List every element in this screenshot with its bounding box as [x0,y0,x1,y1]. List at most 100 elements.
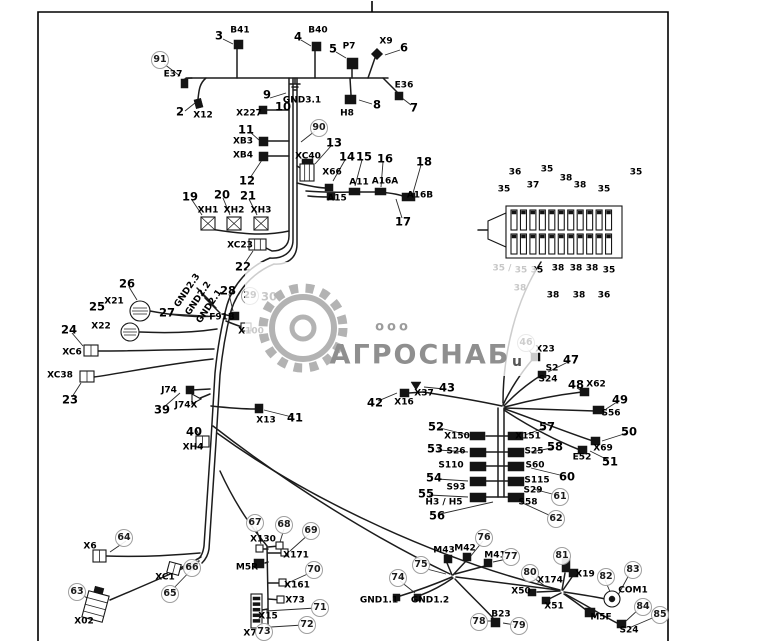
leader-line [71,332,84,347]
wire [208,228,290,235]
connector-x22 [123,328,137,336]
leader-line [300,130,316,143]
wire [204,297,221,314]
leader-line [532,488,557,496]
connector-e37 [180,78,189,89]
leader-line [401,97,412,106]
wire [382,77,400,95]
connector-s25 [507,447,525,458]
fuse-clip [511,234,517,239]
connector-x161 [278,578,287,587]
wire [221,313,232,317]
leader-line [163,63,181,77]
leader-line [228,293,234,312]
connector-x13 [254,403,264,414]
wire [454,578,494,619]
fuse-slot [510,209,518,231]
connector-x15 [252,619,261,623]
leader-line [289,571,313,583]
fuse-slot [548,233,556,255]
connector-x02 [81,590,110,623]
fuse-slot [557,233,565,255]
connector-xb3 [258,136,269,147]
leader-line [399,580,416,594]
leader-line [244,250,254,264]
connector-s93 [469,476,487,487]
wire [504,391,583,408]
leader-line [170,313,209,317]
connector-f91b [229,311,240,321]
leader-line [332,159,346,182]
leader-line [395,198,403,219]
connector-xh3 [253,216,269,231]
connector-x73 [276,595,285,604]
leader-line [222,38,234,45]
connector-s24 [616,619,627,629]
fuse-clip [596,210,602,215]
leader-line [628,615,658,629]
leader-line [605,401,618,410]
wire [139,328,218,334]
leader-line [163,392,181,408]
connector-m43 [443,554,453,564]
fuse-slot [567,233,575,255]
fuse-slot [586,209,594,231]
wire [97,348,215,352]
connector-x171 [280,548,289,557]
leader-line [249,159,263,179]
connector-m41 [483,558,493,568]
wire [289,83,301,91]
leader-line [524,427,545,436]
wire [455,576,559,591]
fuse-slot [595,209,603,231]
leader-line [547,361,569,373]
wire [216,432,561,591]
wire [264,561,269,564]
connector-com1 [608,595,616,603]
leader-line [530,467,565,477]
wire [201,77,298,564]
wire [179,556,202,569]
leader-line [222,197,231,216]
leader-line [377,392,398,402]
wire [349,77,352,96]
wire [109,560,200,601]
fuse-clip [587,234,592,239]
wire [399,576,453,597]
connector-x02 [93,585,105,595]
wire [420,577,454,596]
connector-s60 [507,461,525,472]
wire [93,358,214,378]
fuse-slot [586,233,594,255]
fuse-clip [530,234,536,239]
connector-j74x [191,393,203,405]
fuse-clip [568,210,573,215]
fuse-clip [540,210,545,215]
leader-line [530,447,553,453]
connector-x151 [507,431,524,441]
fusebox-feed [487,212,507,248]
fuse-clip [606,234,611,239]
connector-e52 [577,445,588,455]
wire [105,552,201,558]
fuse-slot [519,233,528,255]
fuse-slot [529,209,537,231]
connector-gnd1-2 [413,593,422,602]
fuse-slot [595,233,603,255]
leader-line [589,450,609,461]
leader-line [492,558,508,563]
connector-x100 [240,322,252,332]
connector-68 [275,541,284,550]
connector-x130 [255,544,264,553]
connector-x02 [83,597,108,617]
wire [548,592,562,600]
leader-line [625,607,641,622]
wire [305,190,406,198]
wire [562,576,573,591]
connector-x15 [252,613,261,618]
connector-xc1 [172,563,176,574]
fuse-slot [529,233,537,255]
connector-x69 [590,436,601,446]
leader-line [279,528,285,543]
